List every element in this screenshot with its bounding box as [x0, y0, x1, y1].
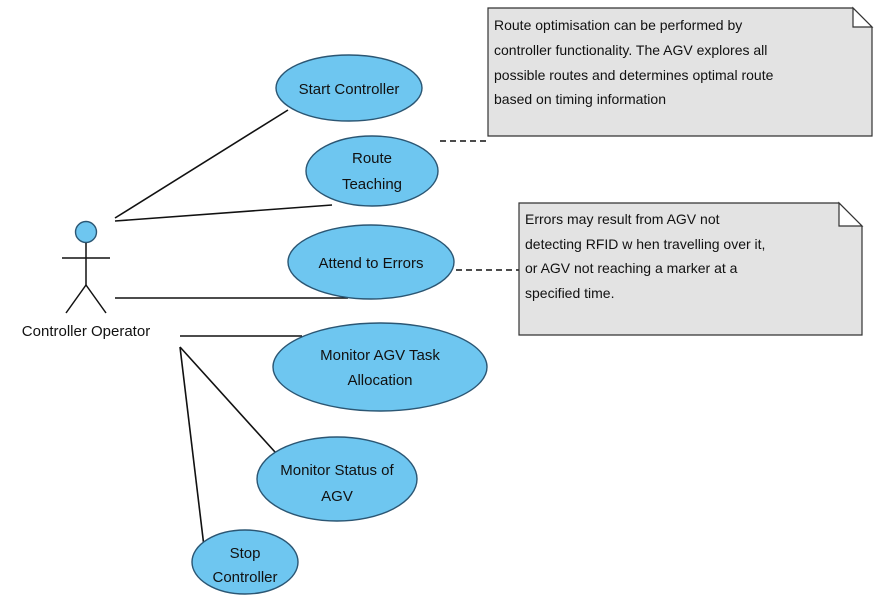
use-case-ellipse: [191, 529, 299, 595]
note-route-optimisation: Route optimisation can be performed by c…: [487, 6, 874, 137]
use-case-label-line: Controller: [212, 569, 277, 586]
use-case-label-line: Monitor Status of: [280, 462, 394, 479]
association-start-controller: [114, 109, 289, 219]
use-case-stop-controller[interactable]: Stop Controller: [191, 529, 299, 595]
actor-left-leg: [65, 284, 87, 314]
note-errors: Errors may result from AGV not detecting…: [518, 201, 864, 336]
use-case-label-line: Allocation: [347, 372, 412, 389]
note-text-line: based on timing information: [494, 91, 666, 107]
use-case-label-line: AGV: [321, 488, 353, 505]
actor-label: Controller Operator: [22, 323, 150, 340]
actor-controller-operator[interactable]: Controller Operator: [22, 220, 150, 341]
note-text-line: or AGV not reaching a marker at a: [525, 260, 738, 276]
association-route-teaching: [114, 204, 333, 222]
use-case-label-line: Stop: [230, 545, 261, 562]
associations: [114, 109, 348, 556]
use-case-ellipse: [287, 224, 455, 300]
use-case-start-controller[interactable]: Start Controller: [275, 54, 423, 122]
note-text-line: controller functionality. The AGV explor…: [494, 42, 767, 58]
note-text-line: possible routes and determines optimal r…: [494, 67, 774, 83]
note-anchors: [440, 140, 519, 271]
note-box: [518, 202, 863, 336]
note-corner-fold: [852, 6, 874, 28]
use-case-ellipse: [272, 322, 488, 412]
actor-right-leg: [85, 284, 107, 314]
note-text-line: specified time.: [525, 285, 614, 301]
note-box: [487, 7, 873, 137]
use-case-attend-to-errors[interactable]: Attend to Errors: [287, 224, 455, 300]
note-text-line: detecting RFID w hen travelling over it,: [525, 236, 765, 252]
note-text-line: Errors may result from AGV not: [525, 211, 720, 227]
use-case-route-teaching[interactable]: Route Teaching: [305, 135, 439, 207]
use-case-ellipse: [256, 436, 418, 522]
use-case-monitor-agv-task-allocation[interactable]: Monitor AGV Task Allocation: [272, 322, 488, 412]
use-case-label-line: Start Controller: [299, 81, 400, 98]
use-case-ellipse: [275, 54, 423, 122]
use-case-label-line: Teaching: [342, 176, 402, 193]
association-monitor-status-of-agv: [179, 346, 276, 453]
note-text-line: Route optimisation can be performed by: [494, 17, 742, 33]
use-case-label-line: Monitor AGV Task: [320, 347, 440, 364]
use-case-ellipse: [305, 135, 439, 207]
note-corner-fold: [838, 201, 864, 227]
use-case-monitor-status-of-agv[interactable]: Monitor Status of AGV: [256, 436, 418, 522]
actor-head: [74, 220, 98, 244]
use-case-label-line: Route: [352, 150, 392, 167]
use-case-label-line: Attend to Errors: [318, 255, 423, 272]
association-stop-controller: [179, 346, 206, 556]
